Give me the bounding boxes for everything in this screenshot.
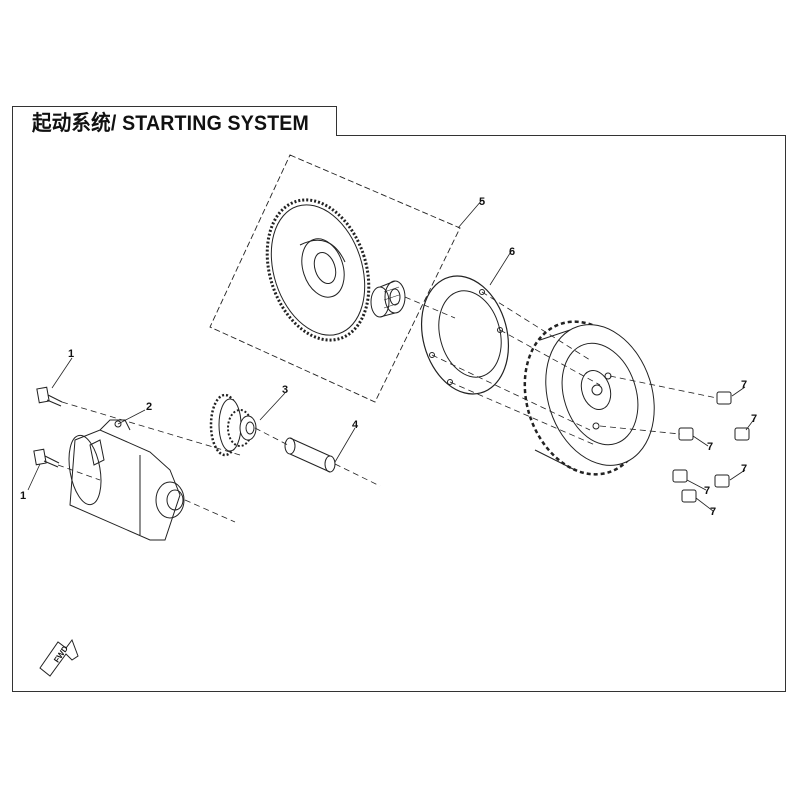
idle-gear-shaft: [284, 437, 336, 473]
callout-2: 2: [146, 401, 152, 413]
subassembly-outline: [209, 154, 461, 403]
callout-3: 3: [282, 384, 288, 396]
flywheel-bolts: [672, 391, 750, 503]
callout-7c: 7: [707, 441, 713, 453]
starter-bolts: [33, 386, 63, 468]
flywheel-rotor: [523, 320, 655, 476]
fwd-arrow-icon: [39, 638, 79, 677]
starter-motor: [68, 419, 185, 541]
title-box: [12, 106, 337, 136]
callout-7a: 7: [741, 379, 747, 391]
callout-1-bottom: 1: [20, 490, 26, 502]
needle-bearing: [370, 280, 406, 318]
callout-5: 5: [479, 196, 485, 208]
assembly-lines: [57, 291, 718, 523]
callout-1-top: 1: [68, 348, 74, 360]
clutch-plate: [420, 275, 510, 395]
callout-7e: 7: [704, 485, 710, 497]
callout-4: 4: [352, 419, 359, 431]
leader-lines: [27, 199, 756, 512]
callout-6: 6: [509, 246, 515, 258]
callout-7f: 7: [710, 506, 716, 518]
starter-driven-gear: [265, 198, 371, 342]
page-title: 起动系统/ STARTING SYSTEM: [32, 112, 309, 135]
starter-idle-gear: [209, 393, 257, 457]
diagram-frame: [12, 135, 786, 692]
callout-7b: 7: [751, 413, 757, 425]
callout-7d: 7: [741, 463, 747, 475]
